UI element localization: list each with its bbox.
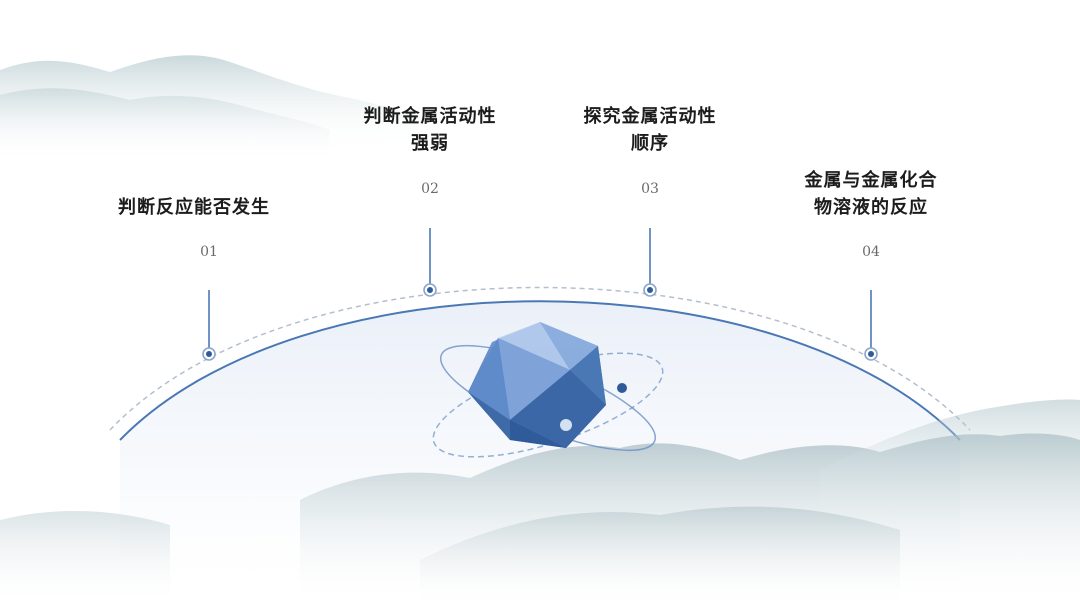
electron-dot [617, 383, 627, 393]
step-title-03: 探究金属活动性 顺序 [540, 103, 760, 157]
step-number-02: 02 [400, 181, 460, 197]
step-number-03: 03 [620, 181, 680, 197]
step-title-01: 判断反应能否发生 [84, 194, 304, 221]
step-title-04: 金属与金属化合 物溶液的反应 [761, 167, 981, 221]
step-number-01: 01 [179, 244, 239, 260]
step-number-04: 04 [841, 244, 901, 260]
step-title-02: 判断金属活动性 强弱 [320, 103, 540, 157]
electron-dot-light [560, 419, 572, 431]
